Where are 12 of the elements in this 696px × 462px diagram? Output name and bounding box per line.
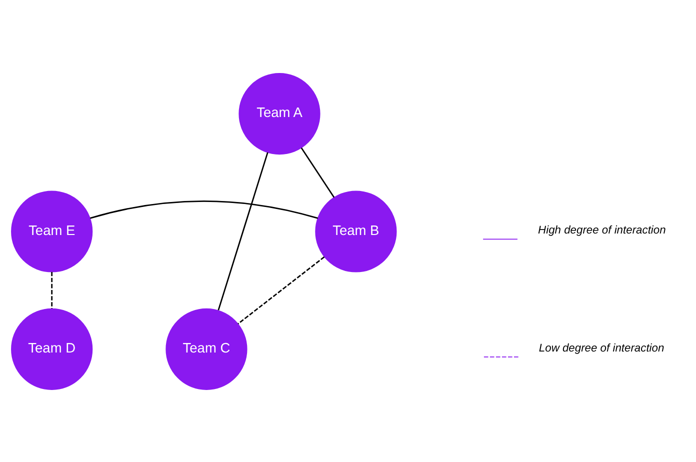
node-circle: Team B (315, 190, 397, 272)
node-circle: Team D (11, 308, 93, 390)
connector (218, 152, 268, 310)
node-circle: Team A (238, 72, 320, 154)
connector (51, 271, 53, 308)
connector (300, 147, 335, 198)
node-circle: Team C (166, 308, 248, 390)
legend-label: Low degree of interaction (538, 342, 664, 354)
connector (238, 256, 325, 324)
node-circle: Team E (11, 190, 93, 272)
connector (90, 200, 318, 218)
legend-label: High degree of interaction (538, 224, 666, 236)
